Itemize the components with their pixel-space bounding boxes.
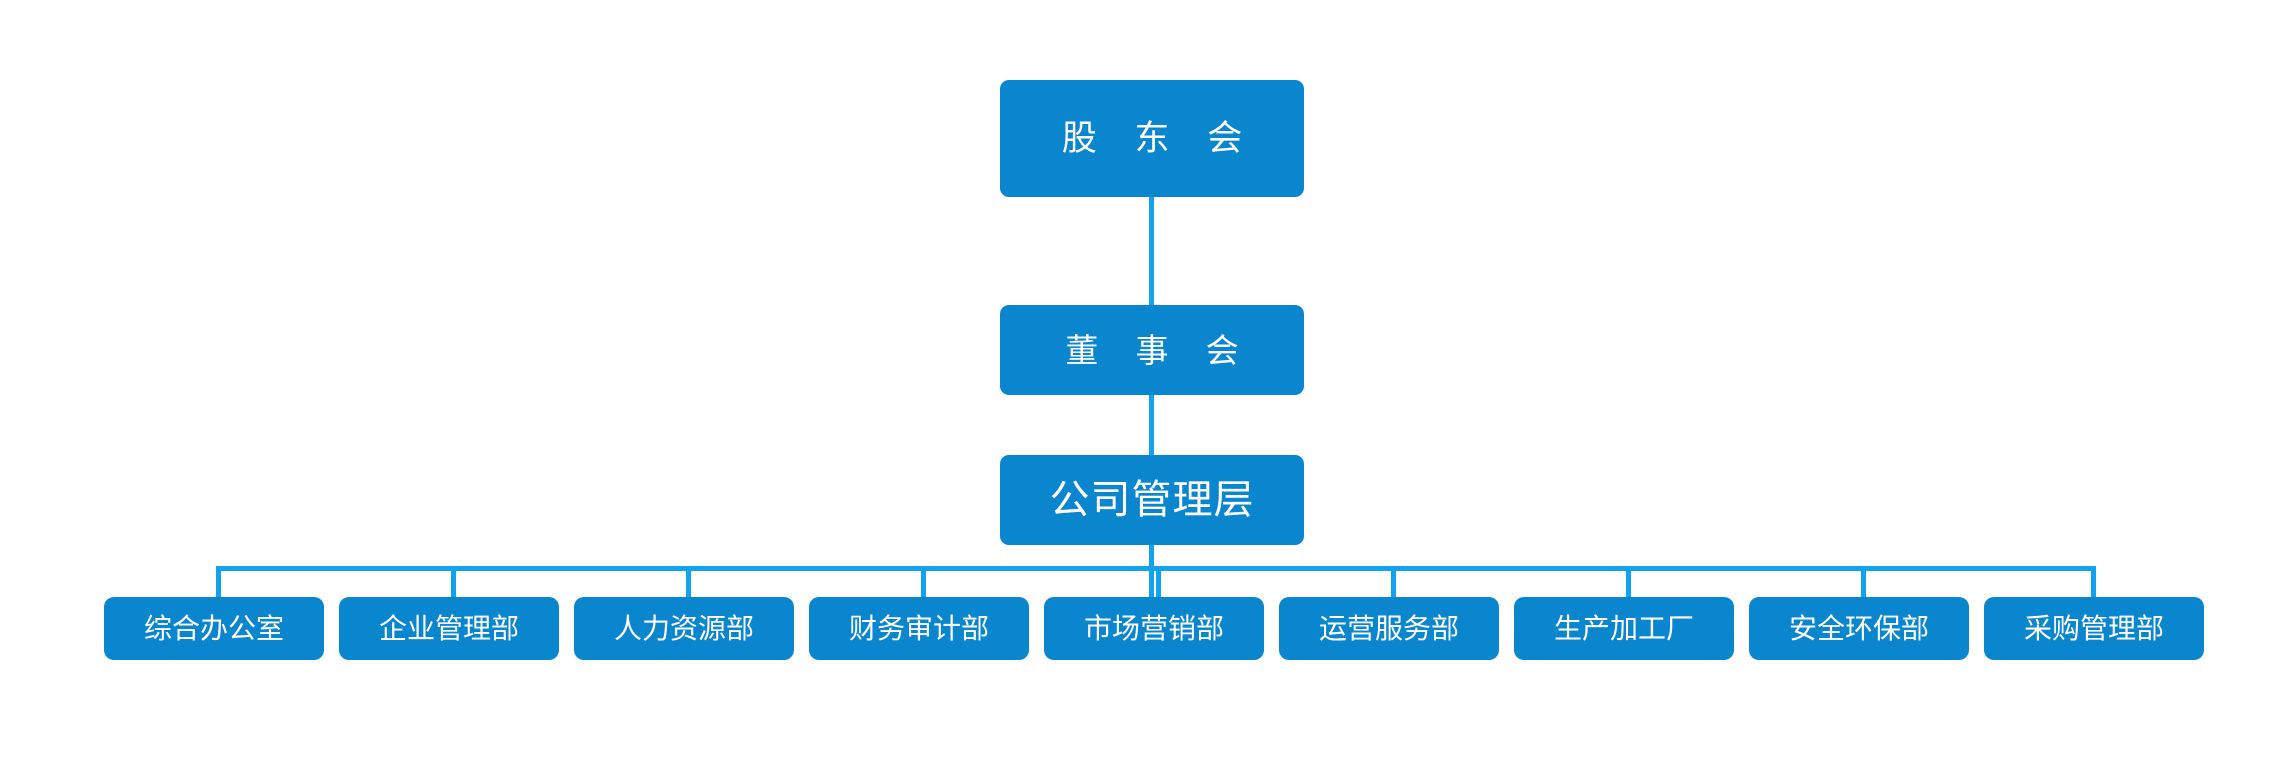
node-department-8[interactable]: 安全环保部 (1749, 597, 1969, 660)
node-department-4[interactable]: 财务审计部 (809, 597, 1029, 660)
node-department-1[interactable]: 综合办公室 (104, 597, 324, 660)
node-department-3[interactable]: 人力资源部 (574, 597, 794, 660)
node-department-7[interactable]: 生产加工厂 (1514, 597, 1734, 660)
node-department-6[interactable]: 运营服务部 (1279, 597, 1499, 660)
connector-drop-1 (216, 566, 221, 601)
connector-drop-3 (686, 566, 691, 601)
connector-drop-8 (1861, 566, 1866, 601)
node-department-9[interactable]: 采购管理部 (1984, 597, 2204, 660)
node-company-management[interactable]: 公司管理层 (1000, 455, 1304, 545)
node-department-5[interactable]: 市场营销部 (1044, 597, 1264, 660)
connector-drop-9 (2091, 566, 2096, 601)
connector-drop-4 (921, 566, 926, 601)
connector-drop-5 (1156, 566, 1161, 601)
node-department-2[interactable]: 企业管理部 (339, 597, 559, 660)
connector-drop-6 (1391, 566, 1396, 601)
node-shareholders-meeting[interactable]: 股 东 会 (1000, 80, 1304, 197)
connector-shareholders-to-board (1149, 190, 1154, 315)
connector-drop-2 (451, 566, 456, 601)
connector-board-to-management (1149, 390, 1154, 460)
connector-drop-7 (1626, 566, 1631, 601)
node-board-of-directors[interactable]: 董 事 会 (1000, 305, 1304, 395)
